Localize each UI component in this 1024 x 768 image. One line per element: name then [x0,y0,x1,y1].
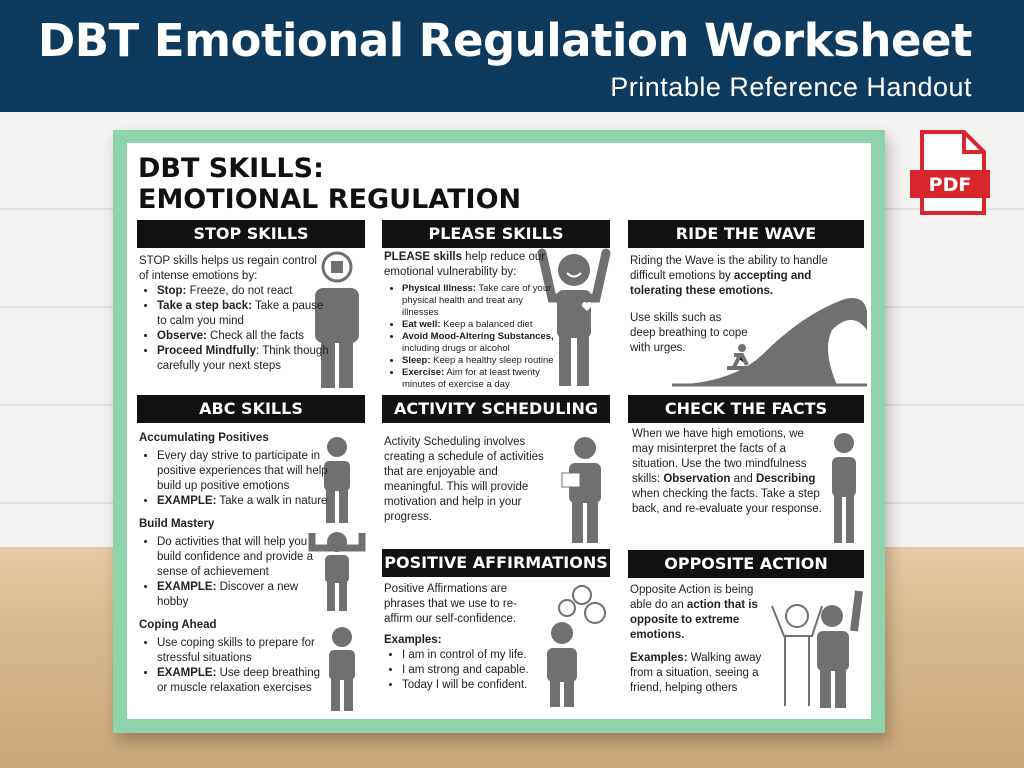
facts-body: When we have high emotions, we may misin… [632,428,822,515]
banner-title: DBT Emotional Regulation Worksheet [37,14,973,67]
list-item: Today I will be confident. [402,678,564,693]
two-people-icon [771,590,863,708]
list-item: EXAMPLE: Use deep breathing or muscle re… [157,666,329,696]
abc-section-title: Coping Ahead [139,619,217,631]
list-item: Eat well: Keep a balanced diet [402,319,559,331]
standing-person-icon [315,251,359,388]
please-body: PLEASE skills help reduce our emotional … [384,250,559,391]
wave-heading: RIDE THE WAVE [628,220,864,248]
stop-heading: STOP SKILLS [137,220,365,248]
abc-body: Accumulating PositivesEvery day strive t… [139,431,329,696]
stop-body: STOP skills helps us regain control of i… [139,254,329,374]
list-item: Exercise: Aim for at least twenty minute… [402,367,559,391]
happy-person-icon [537,248,611,386]
banner-subtitle: Printable Reference Handout [610,72,972,102]
person-with-notebook-icon [561,437,601,543]
list-item: Stop: Freeze, do not react [157,284,329,299]
list-item: Observe: Check all the facts [157,329,329,344]
abc-heading: ABC SKILLS [137,395,365,423]
facts-heading: CHECK THE FACTS [628,395,864,423]
abc-section-title: Accumulating Positives [139,432,269,444]
thinking-person-icon [832,433,856,543]
list-item: EXAMPLE: Take a walk in nature [157,494,329,509]
person-with-thought-bubbles-icon [547,585,606,707]
affirmations-body: Positive Affirmations are phrases that w… [384,582,529,693]
list-item: EXAMPLE: Discover a new hobby [157,580,329,610]
activity-body: Activity Scheduling involves creating a … [384,436,544,523]
opposite-heading: OPPOSITE ACTION [628,550,864,578]
abc-section-title: Build Mastery [139,518,215,530]
wave-surfer-icon [672,298,867,387]
list-item: Use coping skills to prepare for stressf… [157,636,329,666]
stressed-person-icon [329,627,355,711]
list-item: Physical Illness: Take care of your phys… [402,283,559,319]
banner: DBT Emotional Regulation Worksheet Print… [0,0,1024,112]
list-item: Do activities that will help you build c… [157,535,329,580]
please-heading: PLEASE SKILLS [382,220,610,248]
list-item: I am in control of my life. [402,648,564,663]
affirmations-heading: POSITIVE AFFIRMATIONS [382,549,610,577]
list-item: Proceed Mindfully: Think though carefull… [157,344,329,374]
wave-body: Riding the Wave is the ability to handle… [630,255,828,354]
list-item: Avoid Mood-Altering Substances, includin… [402,331,559,355]
list-item: Sleep: Keep a healthy sleep routine [402,355,559,367]
walking-person-icon [324,437,350,523]
opposite-body: Opposite Action is being able do an acti… [630,584,762,694]
list-item: Take a step back: Take a pause to calm y… [157,299,329,329]
worksheet: DBT SKILLS:EMOTIONAL REGULATION STOP SKI… [113,130,885,733]
worksheet-title: DBT SKILLS:EMOTIONAL REGULATION [138,153,522,215]
list-item: I am strong and capable. [402,663,564,678]
activity-heading: ACTIVITY SCHEDULING [382,395,610,423]
pdf-file-icon: PDF [910,130,990,220]
list-item: Every day strive to participate in posit… [157,449,329,494]
strong-person-icon [308,532,366,611]
pdf-label: PDF [928,174,972,196]
